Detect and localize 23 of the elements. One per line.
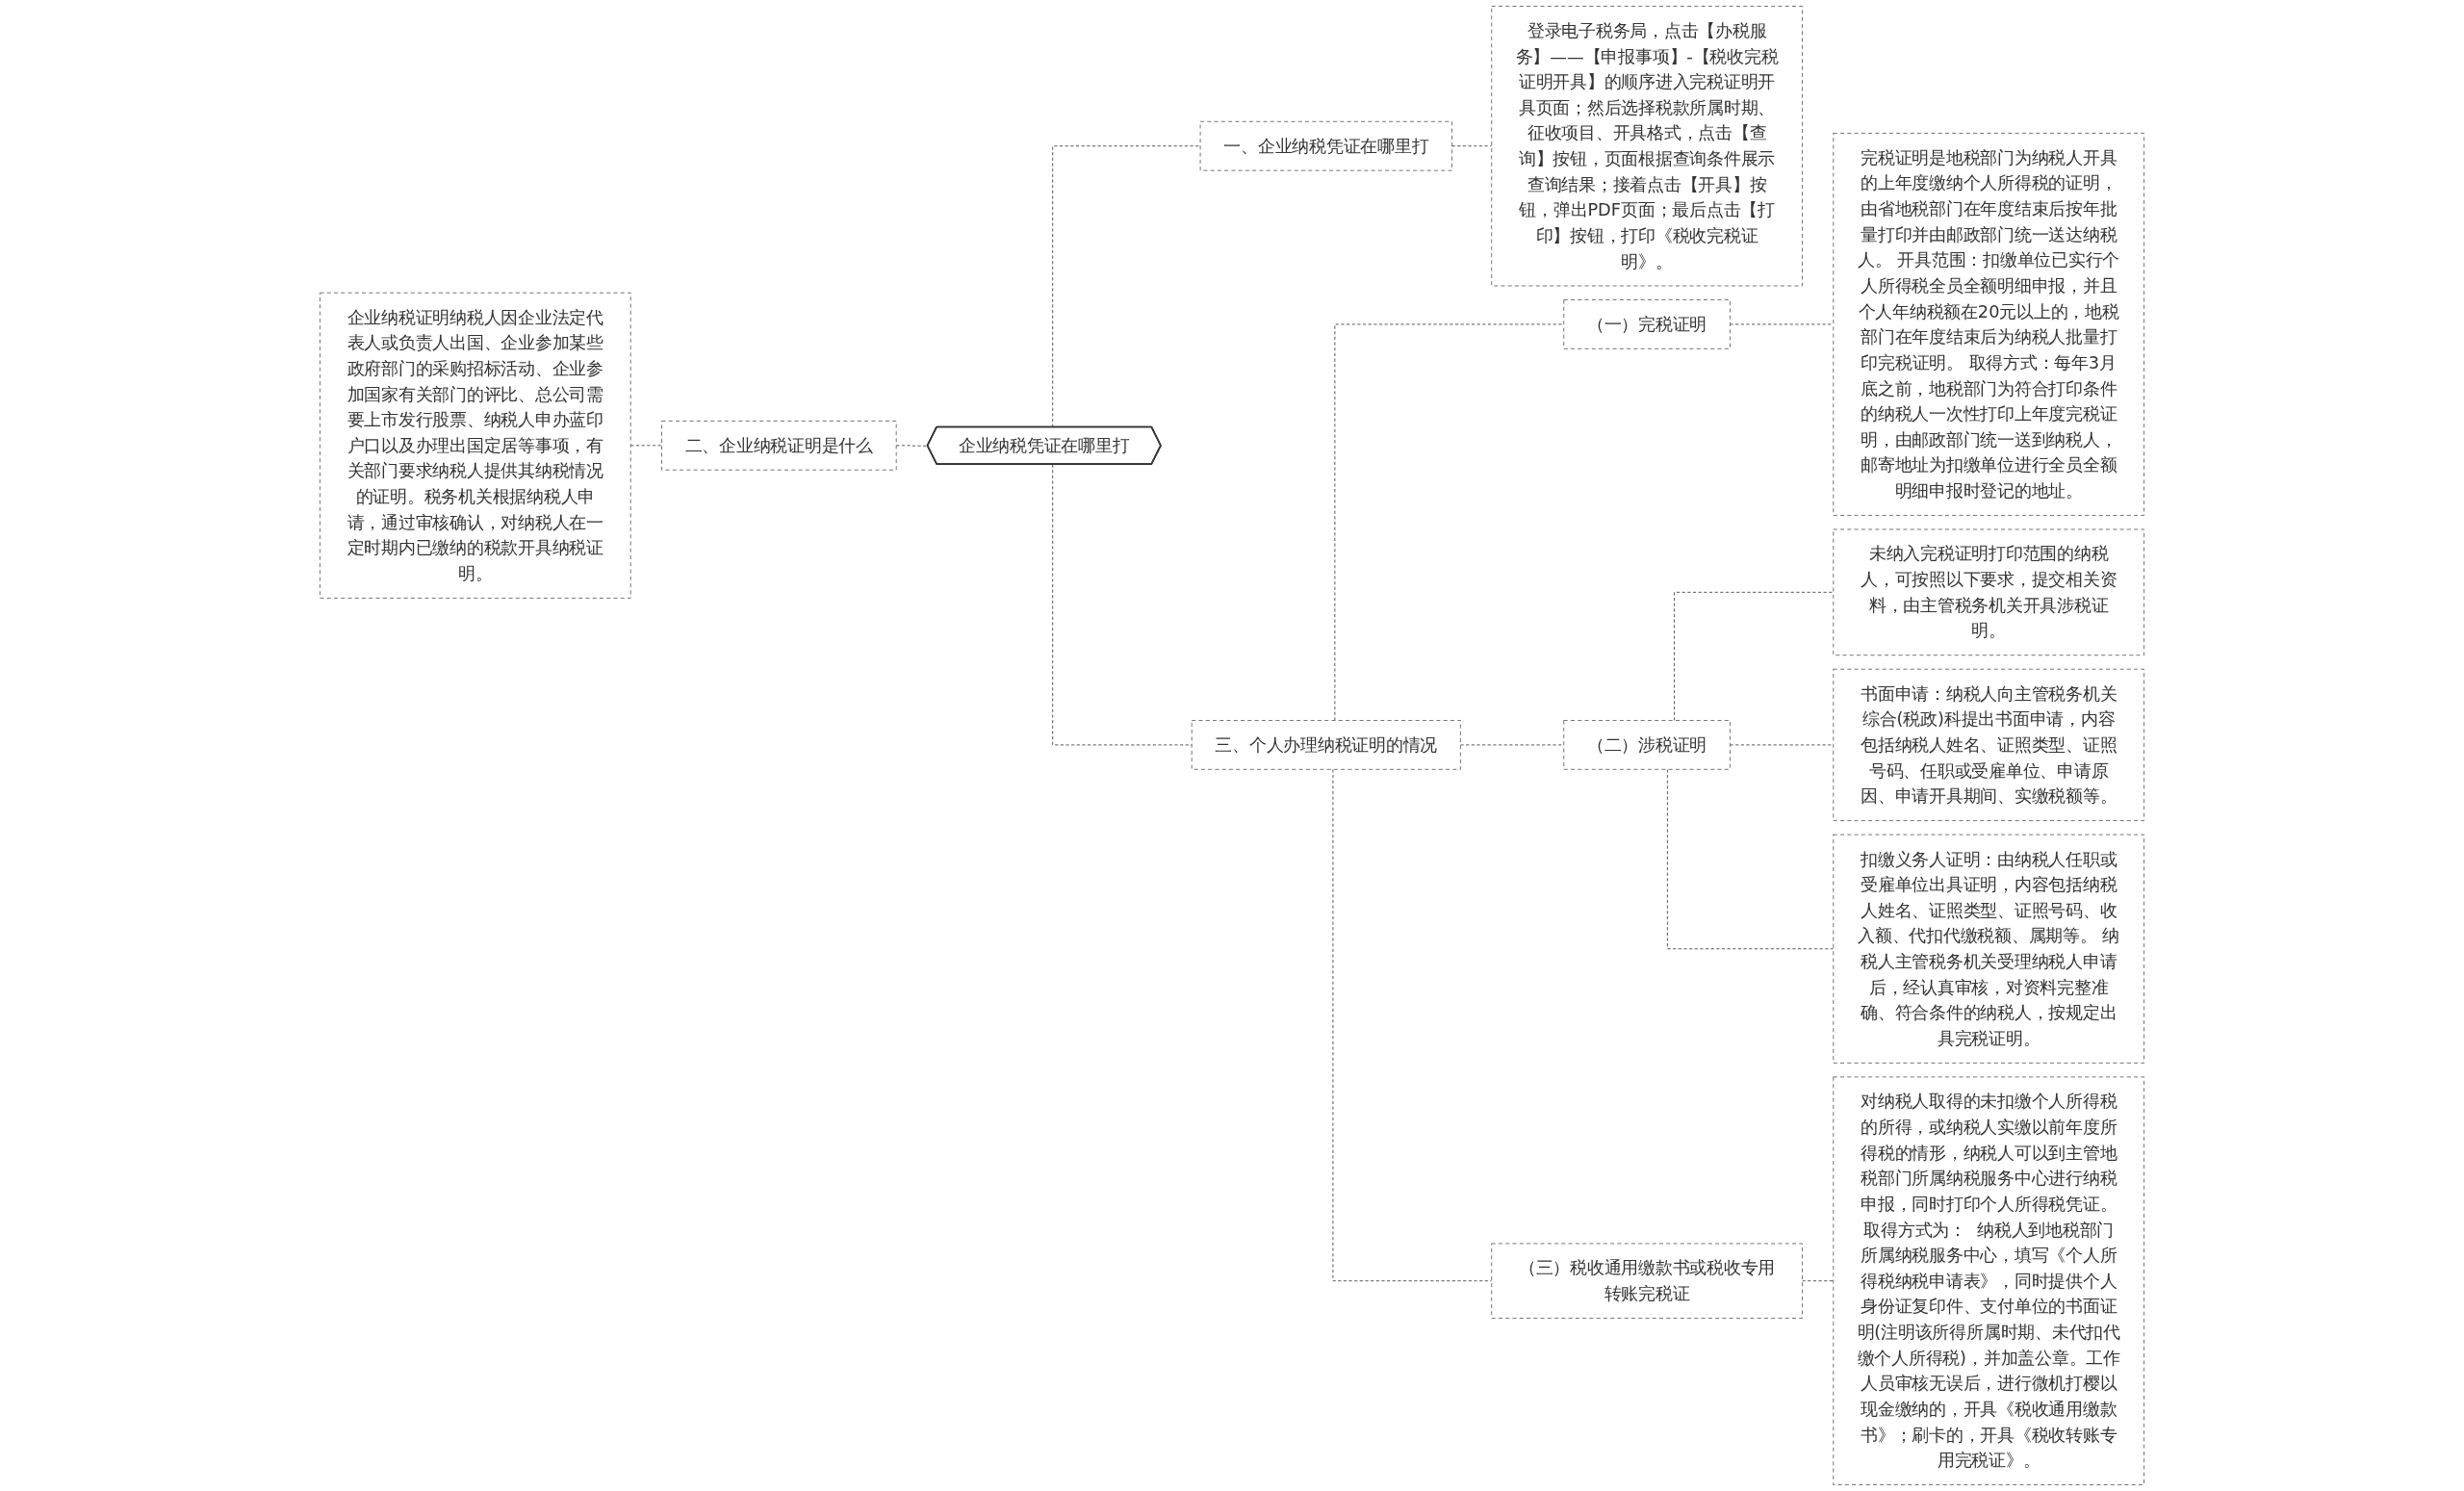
node-box: 二、企业纳税证明是什么 xyxy=(661,420,897,471)
node-box: （一）完税证明 xyxy=(1563,299,1731,349)
node-box: 书面申请：纳税人向主管税务机关综合(税政)科提出书面申请，内容包括纳税人姓名、证照类型、证照号码、任职或受雇单位、申请原因、申请开具期间、实缴税额等。 xyxy=(1833,668,2144,821)
connector xyxy=(1459,744,1565,746)
node-box: 一、企业纳税凭证在哪里打 xyxy=(1199,120,1452,171)
connector xyxy=(1052,145,1201,428)
connector xyxy=(629,445,662,447)
node-box: 登录电子税务局，点击【办税服务】——【申报事项】-【税收完税证明开具】的顺序进入完税证明开具页面；然后选择税款所属时期、征收项目、开具格式，点击【查询】按钮，页面根据查询条件展示查询结果；接着点击【开具】按钮，弹出PDF页面；最后点击【打印】按钮，打印《税收完税证明》。 xyxy=(1491,6,1803,287)
node-box: （二）涉税证明 xyxy=(1563,720,1731,770)
node-box: （三）税收通用缴款书或税收专用转账完税证 xyxy=(1491,1243,1803,1319)
node-box: 三、个人办理纳税证明的情况 xyxy=(1191,720,1461,770)
node-box: 扣缴义务人证明：由纳税人任职或受雇单位出具证明，内容包括纳税人姓名、证照类型、证照号码、收入额、代扣代缴税额、属期等。 纳税人主管税务机关受理纳税人申请后，经认真审核，对资料完整准确、符合条件的纳税人，按规定出具完税证明。 xyxy=(1833,834,2144,1064)
node-box: 未纳入完税证明打印范围的纳税人，可按照以下要求，提交相关资料，由主管税务机关开具涉税证明。 xyxy=(1833,528,2144,656)
node-box: 完税证明是地税部门为纳税人开具的上年度缴纳个人所得税的证明，由省地税部门在年度结束后按年批量打印并由邮政部门统一送达纳税人。 开具范围：扣缴单位已实行个人所得税全员全额明细申报，并且个人年纳税额在20元以上的，地税部门在年度结束后为纳税人批量打印完税证明。 取得方式：每年3月底之前，地税部门为符合打印条件的纳税人一次性打印上年度完税证明，由邮政部门统一送到纳税人，邮寄地址为扣缴单位进行全员全额明细申报时登记的地址。 xyxy=(1833,133,2144,516)
node-box: 对纳税人取得的未扣缴个人所得税的所得，或纳税人实缴以前年度所得税的情形，纳税人可以到主管地税部门所属纳税服务中心进行纳税申报，同时打印个人所得税凭证。取得方式为： 纳税人到地税部门所属纳税服务中心，填写《个人所得税纳税申请表》，同时提供个人身份证复印件、支付单位的书面证明(注明该所得所属时期、未代扣代缴个人所得税)，并加盖公章。工作人员审核无误后，进行微机打樱以现金缴纳的，开具《税收通用缴款书》；刷卡的，开具《税收转账专用完税证》。 xyxy=(1833,1076,2144,1485)
connector xyxy=(1729,744,1835,746)
connector xyxy=(895,445,929,447)
connector xyxy=(1802,1280,1835,1282)
connector xyxy=(1729,323,1835,325)
connector xyxy=(1334,323,1565,721)
connector xyxy=(1674,591,1835,721)
connector xyxy=(1666,768,1835,950)
node-box: 企业纳税证明纳税人因企业法定代表人或负责人出国、企业参加某些政府部门的采购招标活动、企业参加国家有关部门的评比、总公司需要上市发行股票、纳税人申办蓝印户口以及办理出国定居等事项，有关部门要求纳税人提供其纳税情况的证明。税务机关根据纳税人申请，通过审核确认，对纳税人在一定时期内已缴纳的税款开具纳税证明。 xyxy=(320,292,631,599)
